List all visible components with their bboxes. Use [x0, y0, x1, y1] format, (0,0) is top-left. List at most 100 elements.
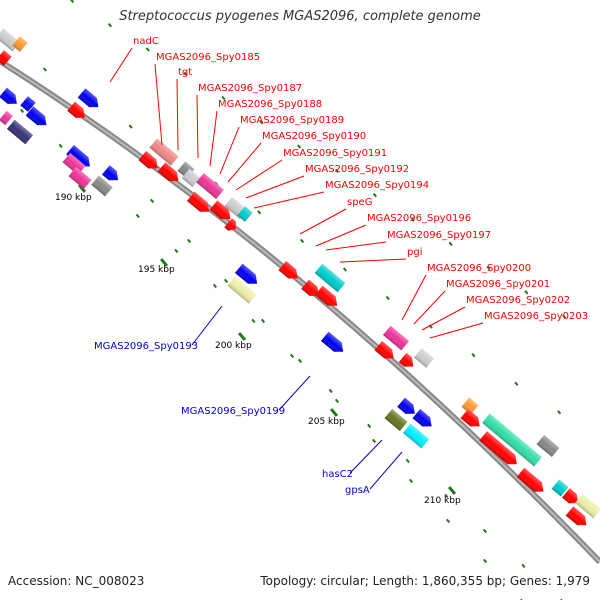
track-dot [42, 67, 48, 72]
label-leader [369, 451, 403, 490]
gene-arrow [460, 408, 480, 427]
gene-arrow [138, 150, 158, 169]
label-leader [339, 258, 407, 263]
track-dot [557, 410, 562, 415]
track-dot [335, 168, 340, 174]
track-dot [342, 267, 348, 272]
track-dot [298, 358, 303, 364]
label-leader [413, 290, 446, 325]
gene-arrow [224, 218, 236, 231]
tick-mark [160, 258, 169, 267]
gene-arrow [0, 87, 17, 104]
gene-arrow [234, 263, 258, 284]
gene-arrow [149, 138, 179, 166]
track-dot [444, 493, 449, 499]
gene-label: MGAS2096_Spy0199 [181, 406, 285, 417]
gene-label: MGAS2096_Spy0200 [427, 263, 531, 274]
gene-label: MGAS2096_Spy0190 [262, 131, 366, 142]
gene-arrow [412, 408, 432, 427]
label-leader [191, 305, 223, 346]
accession: Accession: NC_008023 [8, 574, 145, 588]
track-dot [300, 238, 305, 244]
gene-arrow [157, 162, 179, 182]
gene-arrow [551, 479, 569, 497]
tick-label: 195 kbp [138, 265, 175, 275]
gene-label: gpsA [345, 485, 370, 496]
gene-arrow [314, 285, 338, 306]
gene-label: nadC [133, 36, 159, 47]
gene-label: MGAS2096_Spy0189 [240, 115, 344, 126]
gene-arrow [20, 96, 36, 112]
label-leader [176, 78, 179, 151]
track-dot [145, 47, 150, 52]
gene-label: MGAS2096_Spy0197 [387, 230, 491, 241]
label-leader [299, 208, 347, 235]
gene-arrow [461, 397, 479, 415]
track-dot [483, 558, 488, 564]
gene-arrow [227, 276, 257, 304]
track-dot [70, 0, 75, 4]
gene-arrow [301, 279, 319, 296]
tick-mark [448, 486, 457, 495]
gene-arrow [479, 431, 517, 465]
label-leaders [109, 47, 484, 490]
map-title: Streptococcus pyogenes MGAS2096, complet… [119, 9, 481, 24]
gene-arrow [102, 165, 119, 181]
gene-label: tgt [178, 67, 192, 78]
gene-arrow [314, 263, 346, 293]
gene-label: MGAS2096_Spy0188 [218, 99, 322, 110]
track-dot [409, 478, 414, 484]
track-dot [290, 353, 295, 359]
gene-arrow [516, 467, 544, 492]
label-leader [219, 126, 240, 175]
gene-label: MGAS2096_Spy0194 [325, 180, 429, 191]
topology-summary: Topology: circular; Length: 1,860,355 bp… [260, 574, 590, 588]
gene-arrow [397, 397, 415, 414]
tick-label: 190 kbp [55, 193, 92, 203]
gene-arrow [574, 493, 600, 519]
gene-arrow [414, 348, 434, 368]
gene-arrow [382, 325, 410, 351]
gene-arrow [237, 206, 253, 222]
track-dot [328, 388, 333, 394]
gene-label: MGAS2096_Spy0201 [446, 279, 550, 290]
label-leader [253, 191, 325, 209]
label-leader [209, 110, 218, 167]
track-dot [372, 193, 378, 198]
gene-arrow [384, 408, 408, 432]
track-dot [135, 213, 140, 219]
gene-arrow [181, 168, 201, 188]
track-dot [257, 210, 262, 215]
gene-arrow [562, 488, 579, 504]
track-dot [261, 318, 266, 324]
label-leader [245, 175, 305, 199]
track-dot [471, 353, 476, 358]
gene-arrow [25, 106, 47, 126]
gene-arrow [374, 340, 394, 359]
track-dot [150, 198, 155, 204]
label-leader [429, 322, 484, 339]
label-leader [109, 47, 133, 83]
gene-label: MGAS2096_Spy0193 [94, 341, 198, 352]
track-dot [482, 528, 488, 534]
track-dot [514, 381, 519, 386]
track-dot [251, 318, 256, 324]
gene-arrow [0, 110, 13, 126]
gene-arrow [186, 191, 210, 212]
tick-label: 205 kbp [308, 417, 345, 427]
label-leader [196, 94, 199, 159]
gene-arrow [62, 152, 86, 176]
gene-arrow [402, 423, 430, 449]
label-leader [235, 159, 283, 191]
gene-label: MGAS2096_Spy0191 [283, 148, 387, 159]
gene-arrow [209, 200, 231, 220]
track-dot [19, 108, 25, 114]
gene-arrow [12, 36, 28, 52]
track-dot [58, 143, 63, 149]
track-dot [372, 438, 377, 444]
track-dot [259, 120, 264, 125]
gene-label: MGAS2096_Spy0192 [305, 164, 409, 175]
